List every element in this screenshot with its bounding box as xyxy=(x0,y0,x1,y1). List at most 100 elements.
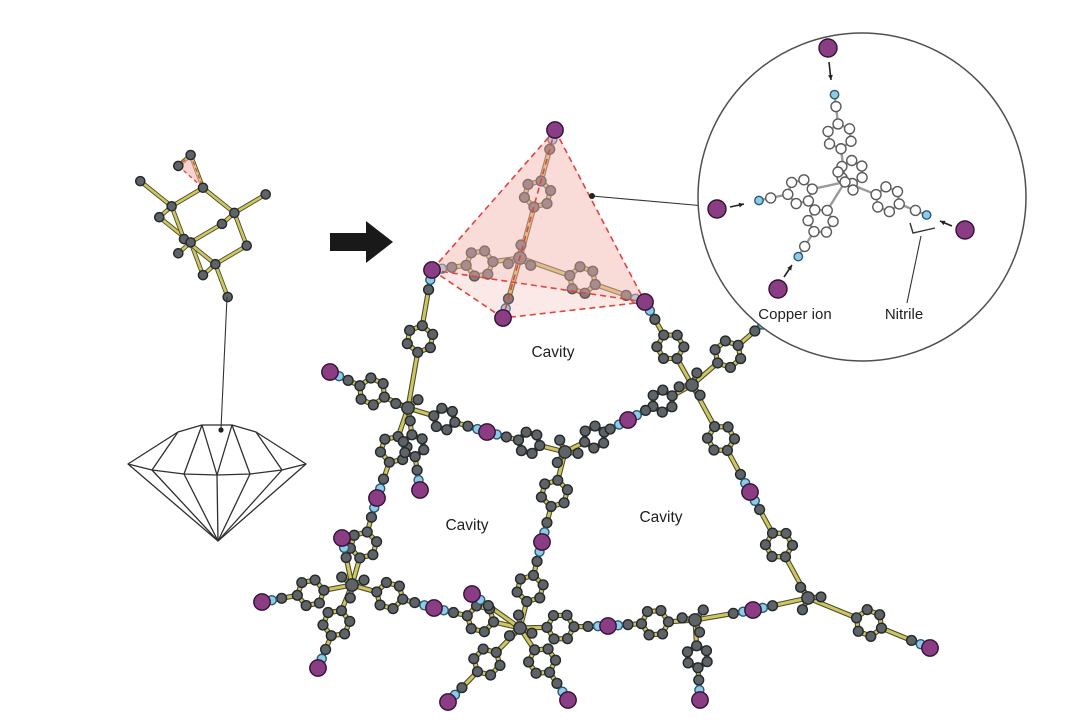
carbon-atom xyxy=(397,593,409,605)
inset-labels: Copper ion Nitrile xyxy=(758,306,923,323)
carbon-atom xyxy=(471,666,484,678)
carbon-atom xyxy=(722,421,734,433)
transform-arrow xyxy=(330,221,393,263)
copper-atom xyxy=(744,601,762,619)
carbon-atom xyxy=(374,446,387,458)
carbon-atom xyxy=(365,372,377,384)
carbon-atom xyxy=(712,357,724,369)
carbon-atom xyxy=(358,574,370,586)
carbon-atom xyxy=(354,552,366,564)
nitrogen-atom xyxy=(793,251,804,262)
mini-tetra-edge xyxy=(190,154,204,188)
carbon-atom xyxy=(260,189,272,200)
carbon-atom xyxy=(802,214,814,227)
copper-atom xyxy=(439,693,457,711)
carbon-atom xyxy=(820,226,833,238)
carbon-atom xyxy=(561,609,573,621)
carbon-atom xyxy=(861,604,873,616)
carbon-atom xyxy=(468,653,480,665)
carbon-atom xyxy=(827,215,839,228)
right-arrow-icon xyxy=(330,221,393,263)
carbon-atom xyxy=(378,391,390,403)
gem-facet-line xyxy=(183,424,203,475)
carbon-atom xyxy=(513,621,527,635)
carbon-atom xyxy=(309,574,321,586)
carbon-atom xyxy=(727,607,739,619)
copper-ion-label: Copper ion xyxy=(758,306,831,323)
copper-atom xyxy=(768,279,788,299)
carbon-atom xyxy=(883,205,896,218)
carbon-atom xyxy=(847,184,859,196)
gem-facet-line xyxy=(231,424,251,475)
bond-line xyxy=(201,186,236,215)
carbon-atom xyxy=(589,420,601,432)
carbon-atom xyxy=(643,629,655,641)
carbon-atom xyxy=(693,674,705,686)
copper-atom xyxy=(478,423,496,441)
carbon-atom xyxy=(409,451,421,463)
tetrahedron-edge xyxy=(554,129,646,303)
carbon-atom xyxy=(515,445,528,457)
carbon-atom xyxy=(823,138,836,150)
carbon-atom xyxy=(561,633,574,645)
carbon-atom xyxy=(693,626,706,638)
tetrahedron-edge xyxy=(502,129,556,319)
carbon-atom xyxy=(893,198,905,210)
carbon-atom xyxy=(377,378,389,390)
carbon-atom xyxy=(383,456,395,468)
carbon-atom xyxy=(685,378,699,392)
bond-line xyxy=(170,186,205,208)
carbon-atom xyxy=(537,579,549,591)
tetrahedron-face xyxy=(432,130,645,302)
carbon-atom xyxy=(317,619,329,631)
carbon-atom xyxy=(905,634,918,647)
carbon-atom xyxy=(478,626,490,638)
copper-atom xyxy=(741,483,759,501)
copper-atom xyxy=(309,659,327,677)
carbon-atom xyxy=(291,589,303,601)
carbon-atom xyxy=(482,599,494,612)
carbon-atom xyxy=(666,390,678,402)
carbon-atom xyxy=(719,335,731,347)
carbon-atom xyxy=(832,118,844,130)
carbon-atom xyxy=(785,176,798,189)
carbon-atom xyxy=(379,433,391,445)
carbon-atom xyxy=(779,551,792,563)
carbon-atom xyxy=(222,291,233,303)
carbon-atom xyxy=(229,207,240,219)
carbon-atom xyxy=(456,682,468,694)
gem-facet-line xyxy=(217,469,283,542)
carbon-atom xyxy=(673,381,685,393)
carbon-atom xyxy=(766,550,778,563)
carbon-atom xyxy=(490,646,502,658)
carbon-atom xyxy=(708,421,721,433)
tetrahedron-edge xyxy=(502,301,646,319)
carbon-atom xyxy=(822,125,834,138)
carbon-atom xyxy=(671,329,683,341)
carbon-atom xyxy=(708,444,720,456)
framework-copper-ions xyxy=(253,121,939,711)
carbon-atom xyxy=(622,619,634,631)
pointer-arrow-icon xyxy=(787,265,792,271)
carbon-atom xyxy=(839,176,851,188)
diamond-lattice xyxy=(134,149,272,430)
carbon-atom xyxy=(514,573,527,585)
carbon-atom xyxy=(865,630,877,642)
carbon-atom xyxy=(845,135,857,147)
carbon-atom xyxy=(588,442,600,454)
carbon-atom xyxy=(512,609,525,621)
gem-facet-line xyxy=(151,431,179,471)
carbon-atom xyxy=(512,434,525,446)
carbon-atom xyxy=(647,389,659,401)
carbon-atom xyxy=(732,339,744,351)
carbon-atom xyxy=(798,240,811,253)
carbon-atom xyxy=(649,313,661,326)
carbon-atom xyxy=(416,433,428,445)
carbon-atom xyxy=(322,606,334,619)
gem-facet-line xyxy=(216,474,219,542)
carbon-atom xyxy=(404,324,416,336)
carbon-atom xyxy=(870,188,882,201)
carbon-atom xyxy=(428,410,440,422)
carbon-atom xyxy=(635,618,648,630)
